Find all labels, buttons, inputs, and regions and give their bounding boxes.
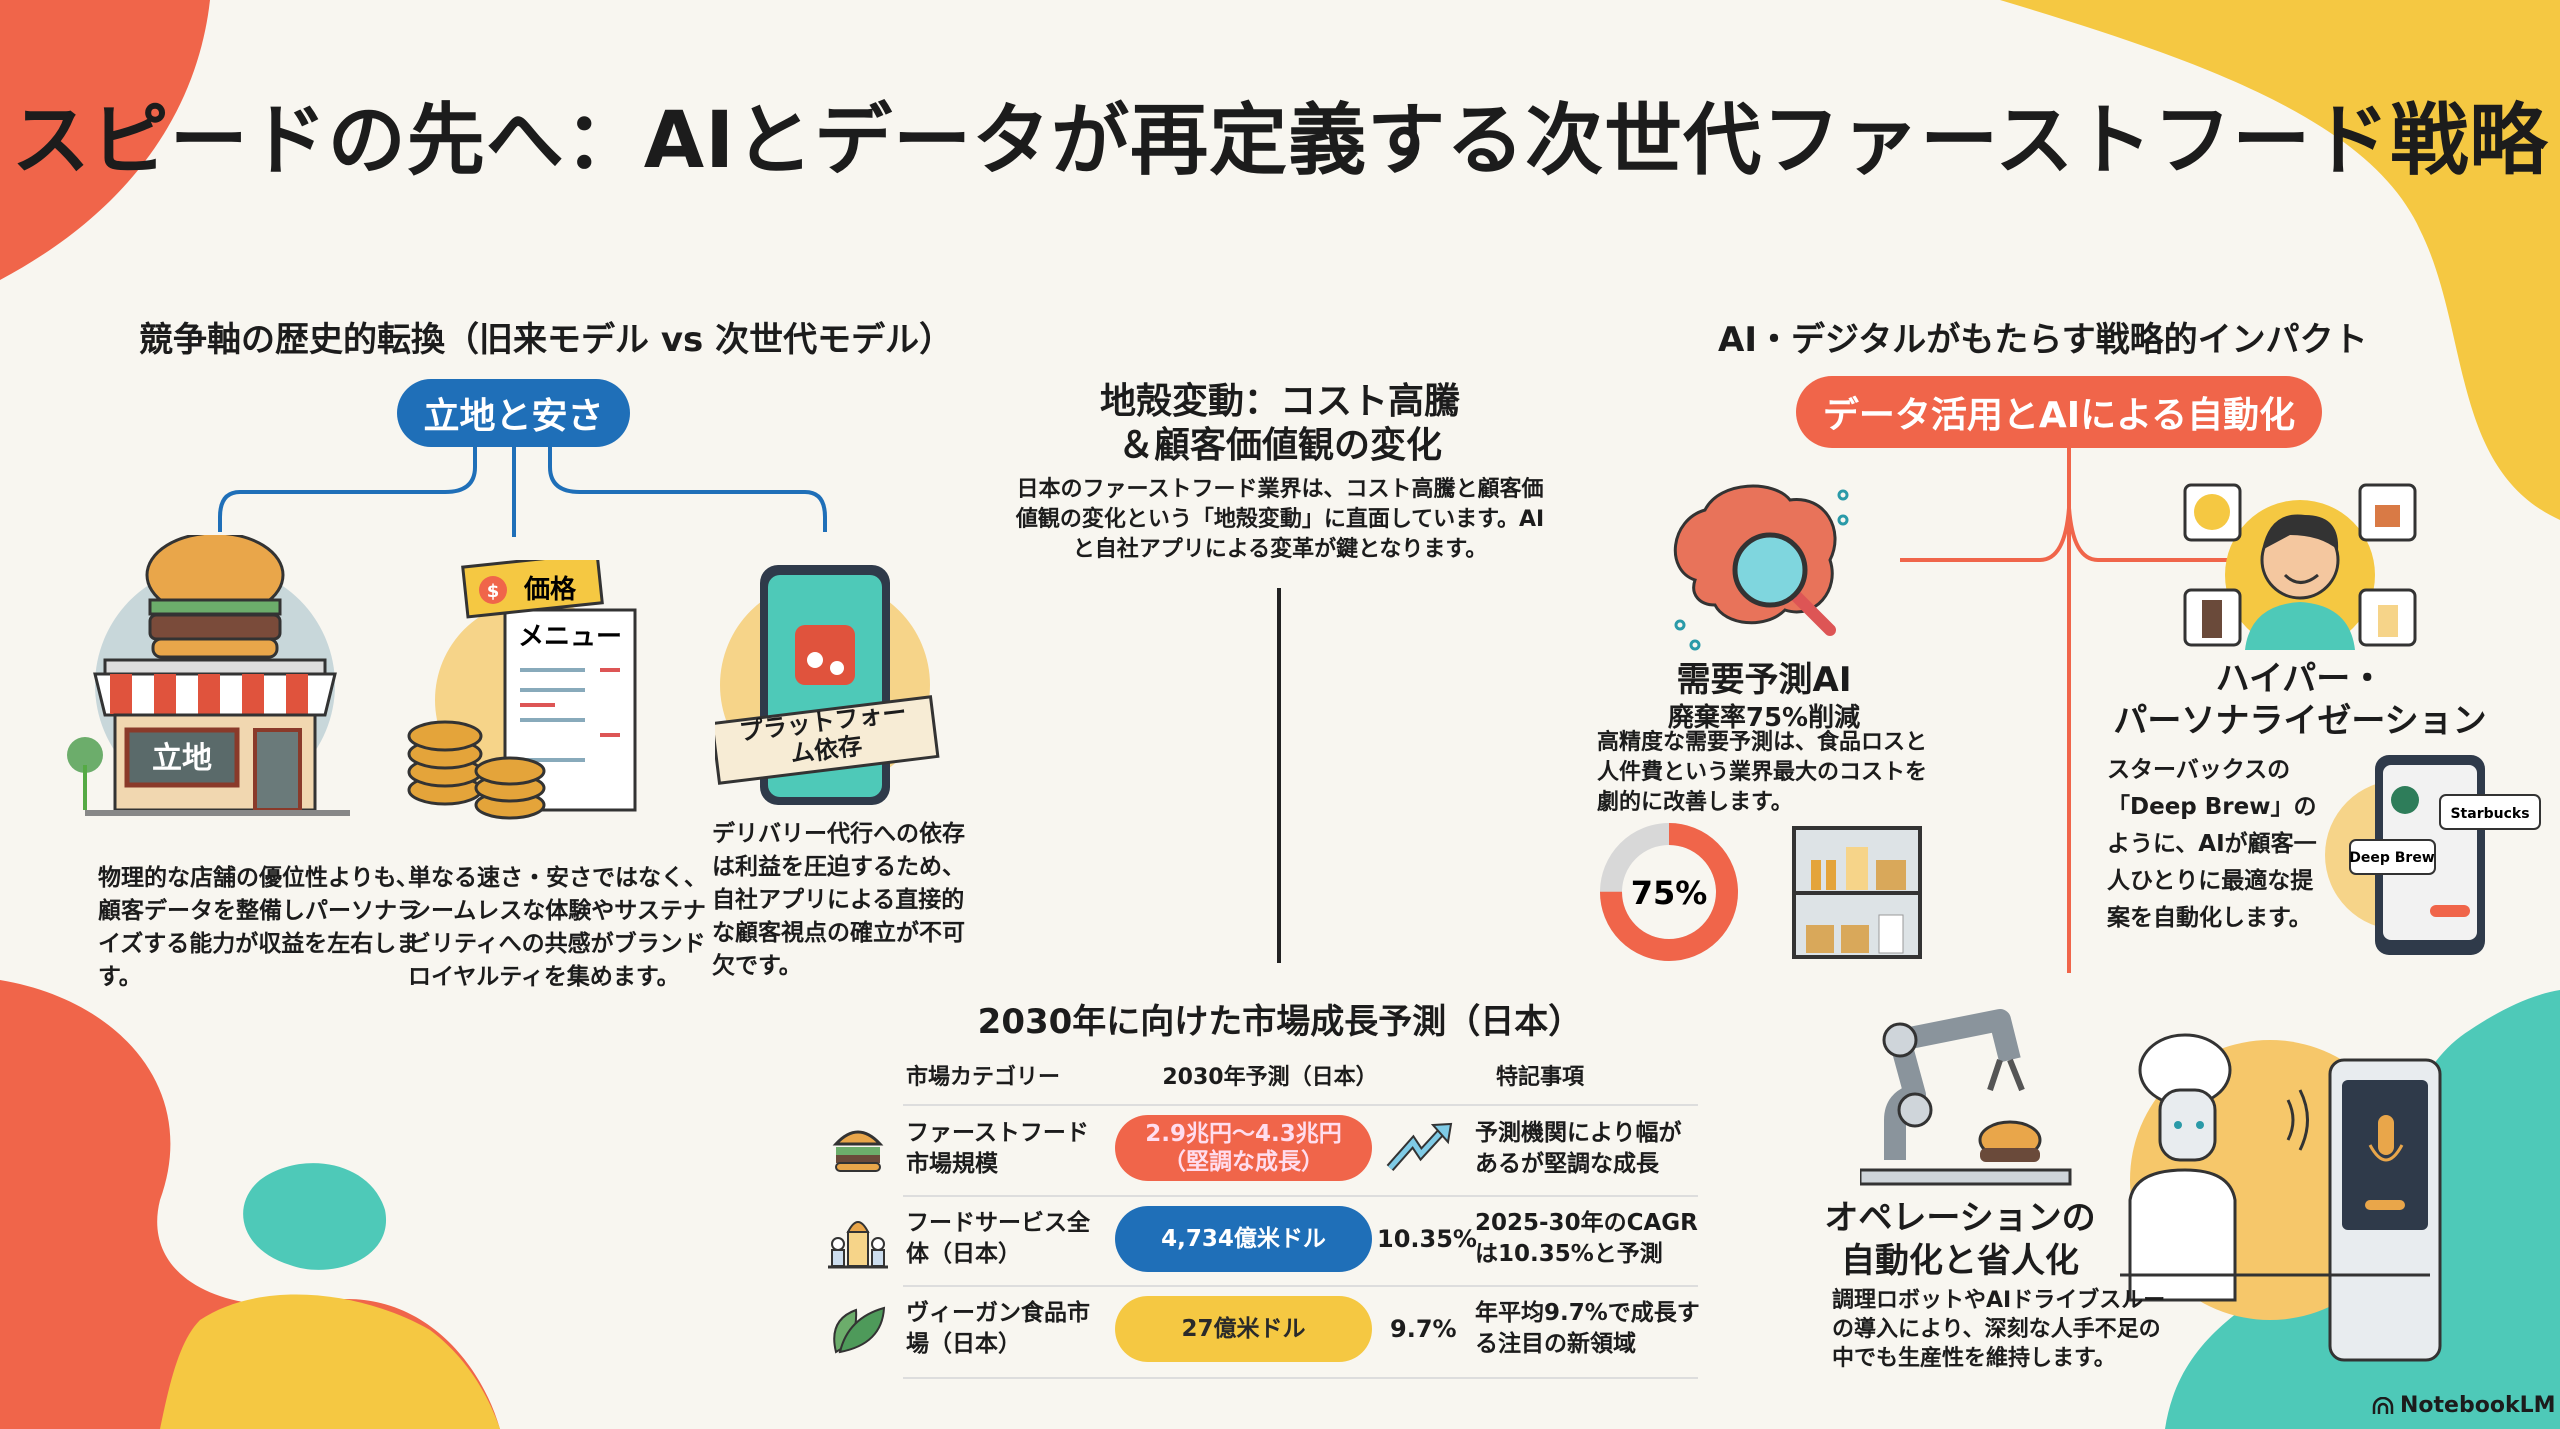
table-header-notes: 特記事項 bbox=[1495, 1065, 1584, 1090]
center-heading-line-2: ＆顧客価値観の変化 bbox=[1117, 425, 1442, 466]
operations-title: オペレーションの 自動化と省人化 bbox=[1800, 1197, 2120, 1283]
table-header-forecast: 2030年予測（日本） bbox=[1162, 1065, 1378, 1090]
donut-label: 75% bbox=[1631, 874, 1708, 912]
table-row-2-category: フードサービス全体（日本） bbox=[906, 1210, 1090, 1267]
robot-kiosk-illustration bbox=[2120, 1033, 2442, 1362]
menu-label: メニュー bbox=[518, 622, 622, 652]
table-row-3-forecast-pill: 27億米ドル bbox=[1115, 1296, 1372, 1362]
svg-text:$: $ bbox=[487, 581, 500, 602]
personalization-body: スターバックスの「Deep Brew」のように、AIが顧客一人ひとりに最適な提案… bbox=[2107, 757, 2317, 931]
table-divider bbox=[903, 1104, 1698, 1106]
price-tag-label: 価格 bbox=[523, 574, 577, 605]
table-row-2-forecast-pill: 4,734億米ドル bbox=[1115, 1206, 1372, 1272]
table-row-3-category: ヴィーガン食品市場（日本） bbox=[906, 1300, 1090, 1357]
store-sign-text: 立地 bbox=[152, 741, 212, 776]
table-row-1-forecast-line-1: 2.9兆円〜4.3兆円 bbox=[1145, 1121, 1342, 1147]
page-title: スピードの先へ：AIとデータが再定義する次世代ファーストフード戦略 bbox=[11, 96, 2549, 186]
table-row-2-note: 2025-30年のCAGRは10.35%と予測 bbox=[1475, 1210, 1698, 1267]
location-price-pill: 立地と安さ bbox=[397, 379, 630, 447]
notebooklm-brand: NotebookLM bbox=[2372, 1393, 2555, 1418]
food-service-building-icon bbox=[828, 1221, 888, 1269]
trend-up-arrow-icon bbox=[1386, 1122, 1453, 1171]
demand-ai-body: 高精度な需要予測は、食品ロスと人件費という業界最大のコストを劇的に改善します。 bbox=[1597, 730, 1928, 815]
table-row-1-forecast-pill: 2.9兆円〜4.3兆円 （堅調な成長） bbox=[1115, 1115, 1372, 1181]
table-row-3-growth: 9.7% bbox=[1390, 1315, 1457, 1343]
deep-brew-phone-icon: Starbucks Deep Brew bbox=[2325, 755, 2541, 955]
personalization-title-line-2: パーソナライゼーション bbox=[2113, 701, 2487, 741]
brain-magnifier-icon bbox=[1673, 484, 1849, 651]
leaf-icon bbox=[833, 1306, 886, 1354]
table-header-category: 市場カテゴリー bbox=[906, 1065, 1061, 1090]
left-connector-lines bbox=[218, 447, 827, 537]
table-row-3-forecast-line-1: 27億米ドル bbox=[1181, 1316, 1306, 1342]
notebooklm-logo-icon bbox=[2372, 1396, 2394, 1414]
left-column-1-text: 物理的な店舗の優位性よりも、顧客データを整備しパーソナライズする能力が収益を左右… bbox=[98, 865, 420, 990]
table-divider bbox=[903, 1195, 1698, 1197]
demand-ai-subtitle: 廃棄率75%削減 bbox=[1667, 703, 1861, 733]
table-row-1-note: 予測機関により幅があるが堅調な成長 bbox=[1475, 1120, 1682, 1177]
left-column-3-text: デリバリー代行への依存は利益を圧迫するため、自社アプリによる直接的な顧客視点の確… bbox=[712, 821, 965, 979]
left-section-heading: 競争軸の歴史的転換（旧来モデル vs 次世代モデル） bbox=[139, 320, 954, 360]
notebooklm-label: NotebookLM bbox=[2400, 1393, 2556, 1418]
operations-body: 調理ロボットやAIドライブスルーの導入により、深刻な人手不足の中でも生産性を維持… bbox=[1832, 1288, 2166, 1371]
center-heading: 地殻変動：コスト高騰 ＆顧客価値観の変化 bbox=[1030, 380, 1530, 468]
right-section-heading: AI・デジタルがもたらす戦略的インパクト bbox=[1718, 320, 2368, 360]
operations-title-line-2: 自動化と省人化 bbox=[1841, 1241, 2079, 1281]
operations-title-line-1: オペレーションの bbox=[1824, 1198, 2096, 1238]
center-divider bbox=[1277, 588, 1281, 963]
center-body: 日本のファーストフード業界は、コスト高騰と顧客価値観の変化という「地殻変動」に直… bbox=[1015, 477, 1545, 562]
table-row-1-forecast-line-2: （堅調な成長） bbox=[1163, 1149, 1324, 1175]
donut-value-arc bbox=[1600, 823, 1738, 961]
table-row-2-forecast-line-1: 4,734億米ドル bbox=[1161, 1226, 1326, 1252]
inventory-shelf-icon bbox=[1792, 826, 1922, 959]
personalization-title-line-1: ハイパー・ bbox=[2215, 659, 2385, 699]
table-row-1-category: ファーストフード市場規模 bbox=[906, 1120, 1089, 1177]
data-ai-automation-pill: データ活用とAIによる自動化 bbox=[1796, 376, 2322, 448]
left-column-2-text: 単なる速さ・安さではなく、シームレスな体験やサステナビリティへの共感がブランドロ… bbox=[408, 865, 707, 990]
table-divider bbox=[903, 1285, 1698, 1287]
market-forecast-title: 2030年に向けた市場成長予測（日本） bbox=[977, 1002, 1583, 1042]
platform-phone-illustration: プラットフォーム依存 bbox=[715, 565, 940, 805]
waste-reduction-donut: 75% bbox=[1600, 823, 1738, 961]
personalization-title: ハイパー・ パーソナライゼーション bbox=[2100, 658, 2500, 742]
table-row-3-note: 年平均9.7%で成長する注目の新領域 bbox=[1475, 1300, 1700, 1357]
table-divider bbox=[903, 1377, 1698, 1379]
table-row-2-growth: 10.35% bbox=[1377, 1225, 1477, 1253]
center-heading-line-1: 地殻変動：コスト高騰 bbox=[1099, 381, 1460, 422]
right-connector-lines bbox=[1900, 448, 2237, 973]
robot-arm-illustration bbox=[1860, 1009, 2072, 1186]
deep-brew-bubble-label: Deep Brew bbox=[2349, 850, 2435, 866]
demand-ai-title: 需要予測AI bbox=[1676, 660, 1852, 700]
personalized-customer-illustration bbox=[2183, 483, 2417, 650]
burger-icon bbox=[832, 1130, 884, 1172]
starbucks-bubble-label: Starbucks bbox=[2450, 806, 2529, 822]
menu-price-illustration: メニュー $ 価格 bbox=[407, 560, 637, 820]
store-illustration: 立地 bbox=[67, 535, 350, 816]
